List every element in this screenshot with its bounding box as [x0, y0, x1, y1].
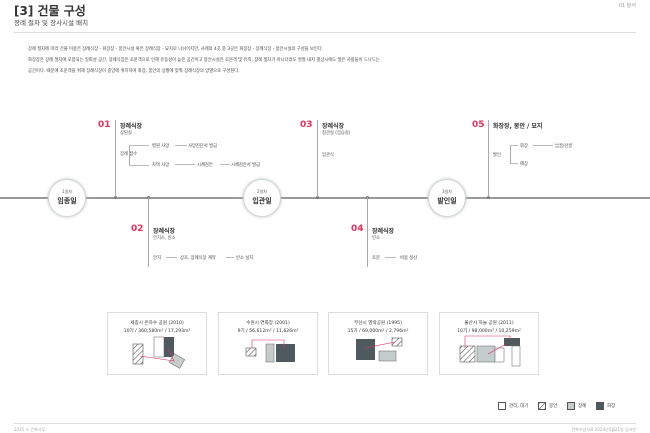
divider — [14, 423, 636, 424]
step-number: 02 — [131, 224, 144, 234]
connector — [220, 164, 230, 165]
branch — [510, 163, 518, 164]
legend-item-funeral: 장례 — [567, 402, 586, 410]
step-title: 화장장, 봉안 / 묘지 — [493, 123, 543, 130]
connector — [385, 257, 396, 258]
step-item: 조문 — [372, 256, 380, 261]
connector — [166, 257, 177, 258]
step-line — [148, 197, 149, 267]
step-line — [367, 197, 368, 267]
paragraph-line: 장례 절차에 따라 건물 이용은 장례식장 - 화장장 - 봉안시설 혹은 장례… — [28, 47, 324, 52]
step-item: 납골/산골 — [555, 144, 573, 149]
branch — [129, 145, 149, 146]
step-item: 자택 사망 — [152, 163, 170, 168]
site-plan-diagram — [356, 337, 403, 362]
step-item: 병원 사망 — [152, 144, 170, 149]
case-card: 부산시 영락공원 (1995)15기 / 69,000m² / 2,796m² — [328, 312, 428, 375]
swatch — [567, 402, 575, 410]
step-title: 장례식장 — [120, 123, 143, 130]
case-card: 울산시 하늘 공원 (2011)10기 / 98,000m² / 10,259m… — [439, 312, 539, 375]
connector — [175, 145, 187, 146]
swatch — [596, 402, 604, 410]
legend-item-admin: 관리, 대기 — [498, 402, 528, 410]
legend-item-ossuary: 봉안 — [538, 402, 557, 410]
swatch — [538, 402, 546, 410]
branch — [510, 145, 518, 146]
step-number: 04 — [351, 224, 364, 234]
step-subtitle: 안치소, 빈소 — [153, 236, 176, 241]
step-item: 시체검안 — [197, 163, 213, 168]
page-subtitle: 장례 절차 및 장사시설 배치 — [14, 19, 89, 27]
page-label: 01 분석 — [618, 3, 636, 9]
description: 장례 절차에 따라 건물 이용은 장례식장 - 화장장 - 봉안시설 혹은 장례… — [28, 44, 628, 77]
page-title: [3] 건물 구성 — [14, 4, 86, 18]
step-label: 장례 접수 — [120, 152, 138, 157]
step-line — [115, 120, 116, 197]
swatch — [498, 402, 506, 410]
paragraph-line: 화장장은 장례 절차에 포함되는 일회성 공간, 장례식장은 조문객으로 인해 … — [28, 58, 380, 63]
connector — [533, 145, 553, 146]
connector — [226, 257, 234, 258]
step-title: 장례식장 — [372, 228, 395, 235]
connector — [175, 164, 195, 165]
step-title: 장례식장 — [153, 228, 176, 235]
step-item: 매장 — [520, 162, 528, 167]
step-item: 안치 — [153, 256, 161, 261]
timeline-axis — [0, 197, 650, 199]
case-card: 세종시 은하수 공원 (2010)10기 / 360,580m² / 17,29… — [107, 312, 207, 375]
step-subtitle: 빈소 — [372, 236, 380, 241]
footer-right: 건축수업자료 2024년5월21일 김서연 — [571, 427, 636, 432]
footer-left: 2025 소 건축사무 — [14, 427, 46, 432]
step-title: 장례식장 — [322, 123, 345, 130]
step-number: 03 — [300, 120, 313, 130]
step-item: 입관식 — [322, 153, 334, 158]
branch — [510, 145, 511, 163]
site-plan-diagram — [459, 335, 521, 367]
step-item: 시체검안서 발급 — [231, 163, 261, 168]
branch — [129, 165, 149, 166]
step-number: 05 — [472, 120, 485, 130]
branch — [129, 145, 130, 165]
step-item: 상조, 장례식장 계약 — [180, 256, 216, 261]
step-label: 발인 — [493, 153, 501, 158]
step-subtitle: 상담실 — [120, 131, 132, 136]
step-line — [488, 120, 489, 197]
step-item: 빈소 설치 — [236, 256, 254, 261]
case-card: 수원시 연화장 (2001)9기 / 56,612m² / 11,626m² — [218, 312, 318, 375]
site-plan-diagram — [132, 336, 186, 369]
timeline-dot — [487, 196, 490, 199]
step-item: 화장 — [520, 144, 528, 149]
step-number: 01 — [98, 120, 111, 130]
step-subtitle: 접관실 (염습실) — [322, 131, 351, 136]
paragraph-line: 공간이다. 때문에 조문객을 위해 장례식장이 중앙에 위치하며 화장, 봉안의… — [28, 69, 240, 74]
legend-item-crematory: 화장 — [596, 402, 615, 410]
divider — [14, 32, 636, 33]
step-item: 사망진단서 발급 — [188, 144, 218, 149]
step-item: 비용 정산 — [400, 256, 418, 261]
timeline-dot — [114, 196, 117, 199]
site-plan-diagram — [245, 339, 295, 363]
step-line — [317, 120, 318, 197]
timeline-dot — [316, 196, 319, 199]
